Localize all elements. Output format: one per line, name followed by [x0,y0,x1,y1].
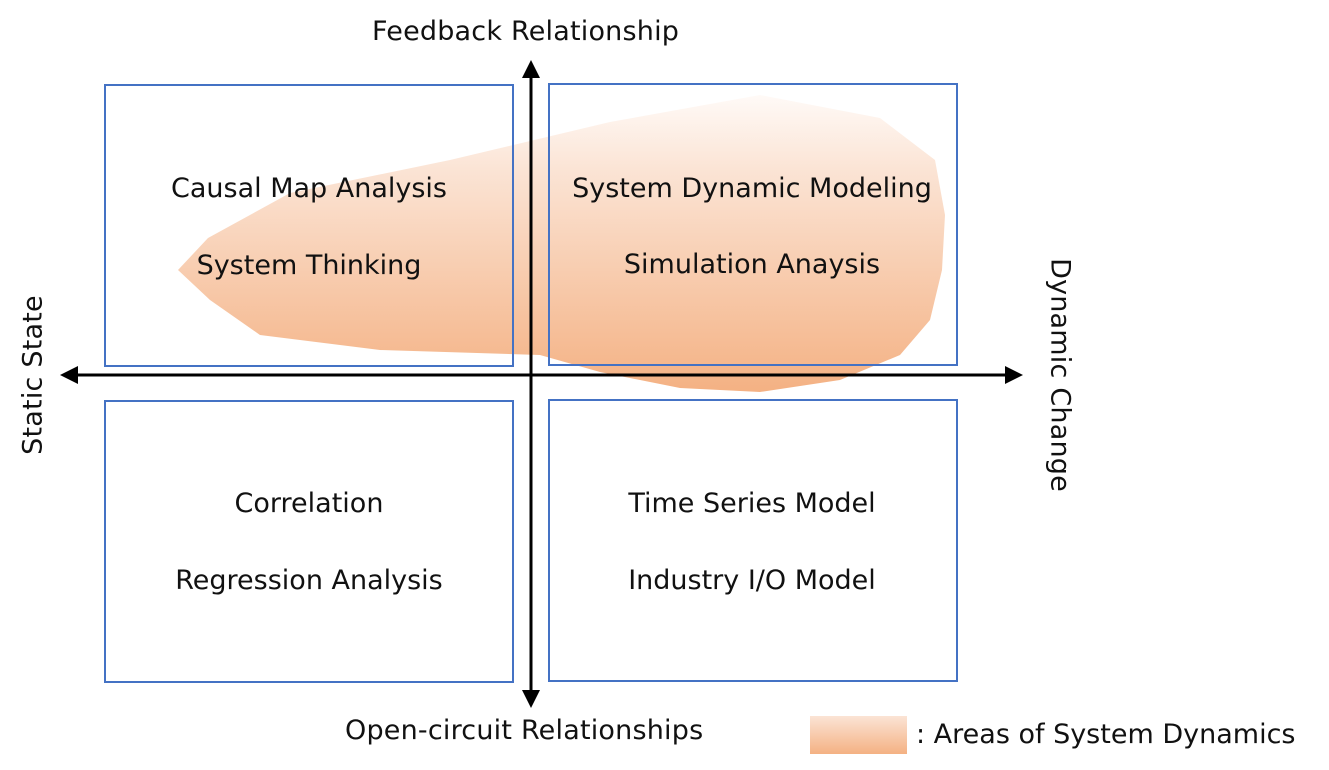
quadrant-box-bottom-right [548,399,958,682]
legend-swatch [810,716,907,754]
quadrant-text-system-thinking: System Thinking [196,250,422,281]
axis-label-open-circuit: Open-circuit Relationships [345,715,704,746]
axis-label-static-state: Static State [17,295,49,455]
left-arrowhead-icon [60,366,78,384]
quadrant-text-regression: Regression Analysis [175,565,443,596]
quadrant-box-bottom-left [104,400,514,683]
up-arrowhead-icon [522,60,540,78]
axis-label-dynamic-change: Dynamic Change [1044,258,1076,492]
legend-label: : Areas of System Dynamics [916,719,1296,750]
quadrant-text-industry-io: Industry I/O Model [628,565,876,596]
quadrant-text-time-series: Time Series Model [628,488,876,519]
axis-label-feedback: Feedback Relationship [372,16,680,47]
right-arrowhead-icon [1005,366,1023,384]
quadrant-text-causal-map: Causal Map Analysis [170,173,448,204]
down-arrowhead-icon [522,690,540,708]
system-dynamics-area [178,95,945,392]
quadrant-box-top-right [548,83,958,366]
quadrant-text-system-dynamic-modeling: System Dynamic Modeling [572,173,932,204]
quadrant-text-correlation: Correlation [234,488,384,519]
quadrant-text-simulation: Simulation Anaysis [623,249,881,280]
quadrant-box-top-left [104,84,514,367]
